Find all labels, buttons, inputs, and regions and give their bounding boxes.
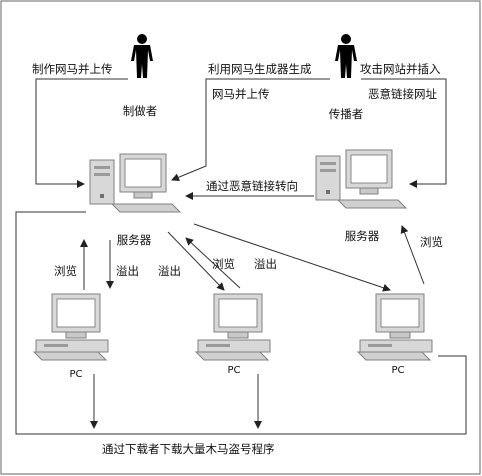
edge-label-browse-right: 浏览: [420, 235, 443, 249]
spreader-label: 传播者: [329, 107, 364, 121]
edge-label-overflow-left: 溢出: [116, 264, 139, 278]
edge-browse-mid: [185, 237, 241, 289]
edge-spreader-to-server: [171, 78, 330, 182]
pc-left-label: PC: [69, 369, 82, 380]
edge-label-browse-mid: 浏览: [212, 257, 235, 271]
pc-right-icon: [357, 293, 433, 361]
edge-browse-right: [400, 225, 425, 285]
maker-person-icon: [131, 34, 153, 78]
maker-label: 制做者: [123, 104, 158, 118]
edge-spreader-to-attacked: [361, 78, 447, 188]
edge-label-malicious-link: 恶意链接网址: [368, 87, 437, 101]
main-server-label: 服务器: [117, 233, 152, 247]
edge-label-maker-upload: 制作网马并上传: [32, 62, 113, 76]
pc-middle-label: PC: [227, 365, 240, 376]
spreader-person-icon: [335, 34, 357, 78]
attacked-server-label: 服务器: [345, 229, 380, 243]
pc-left-icon: [33, 293, 109, 361]
edge-label-generate: 利用网马生成器生成: [208, 62, 312, 76]
edge-label-spreader-upload: 网马并上传: [212, 87, 270, 101]
pc-middle-icon: [195, 293, 271, 361]
edge-label-overflow-mid: 溢出: [158, 264, 181, 278]
attacked-server-icon: [315, 149, 407, 209]
edge-maker-to-server: [35, 78, 128, 188]
edge-label-overflow-mid2: 溢出: [254, 257, 277, 271]
edge-label-download: 通过下载者下载大量木马盗号程序: [102, 442, 275, 456]
edge-label-attack-insert: 攻击网站并插入: [360, 62, 441, 76]
main-server-icon: [89, 153, 181, 213]
edge-overflow-mid: [167, 231, 225, 291]
pc-right-label: PC: [391, 365, 404, 376]
edge-outer-loop: [15, 211, 467, 435]
edge-label-browse-left: 浏览: [54, 264, 77, 278]
edge-label-redirect: 通过恶意链接转向: [206, 179, 298, 193]
edge-overflow-right: [193, 223, 391, 292]
